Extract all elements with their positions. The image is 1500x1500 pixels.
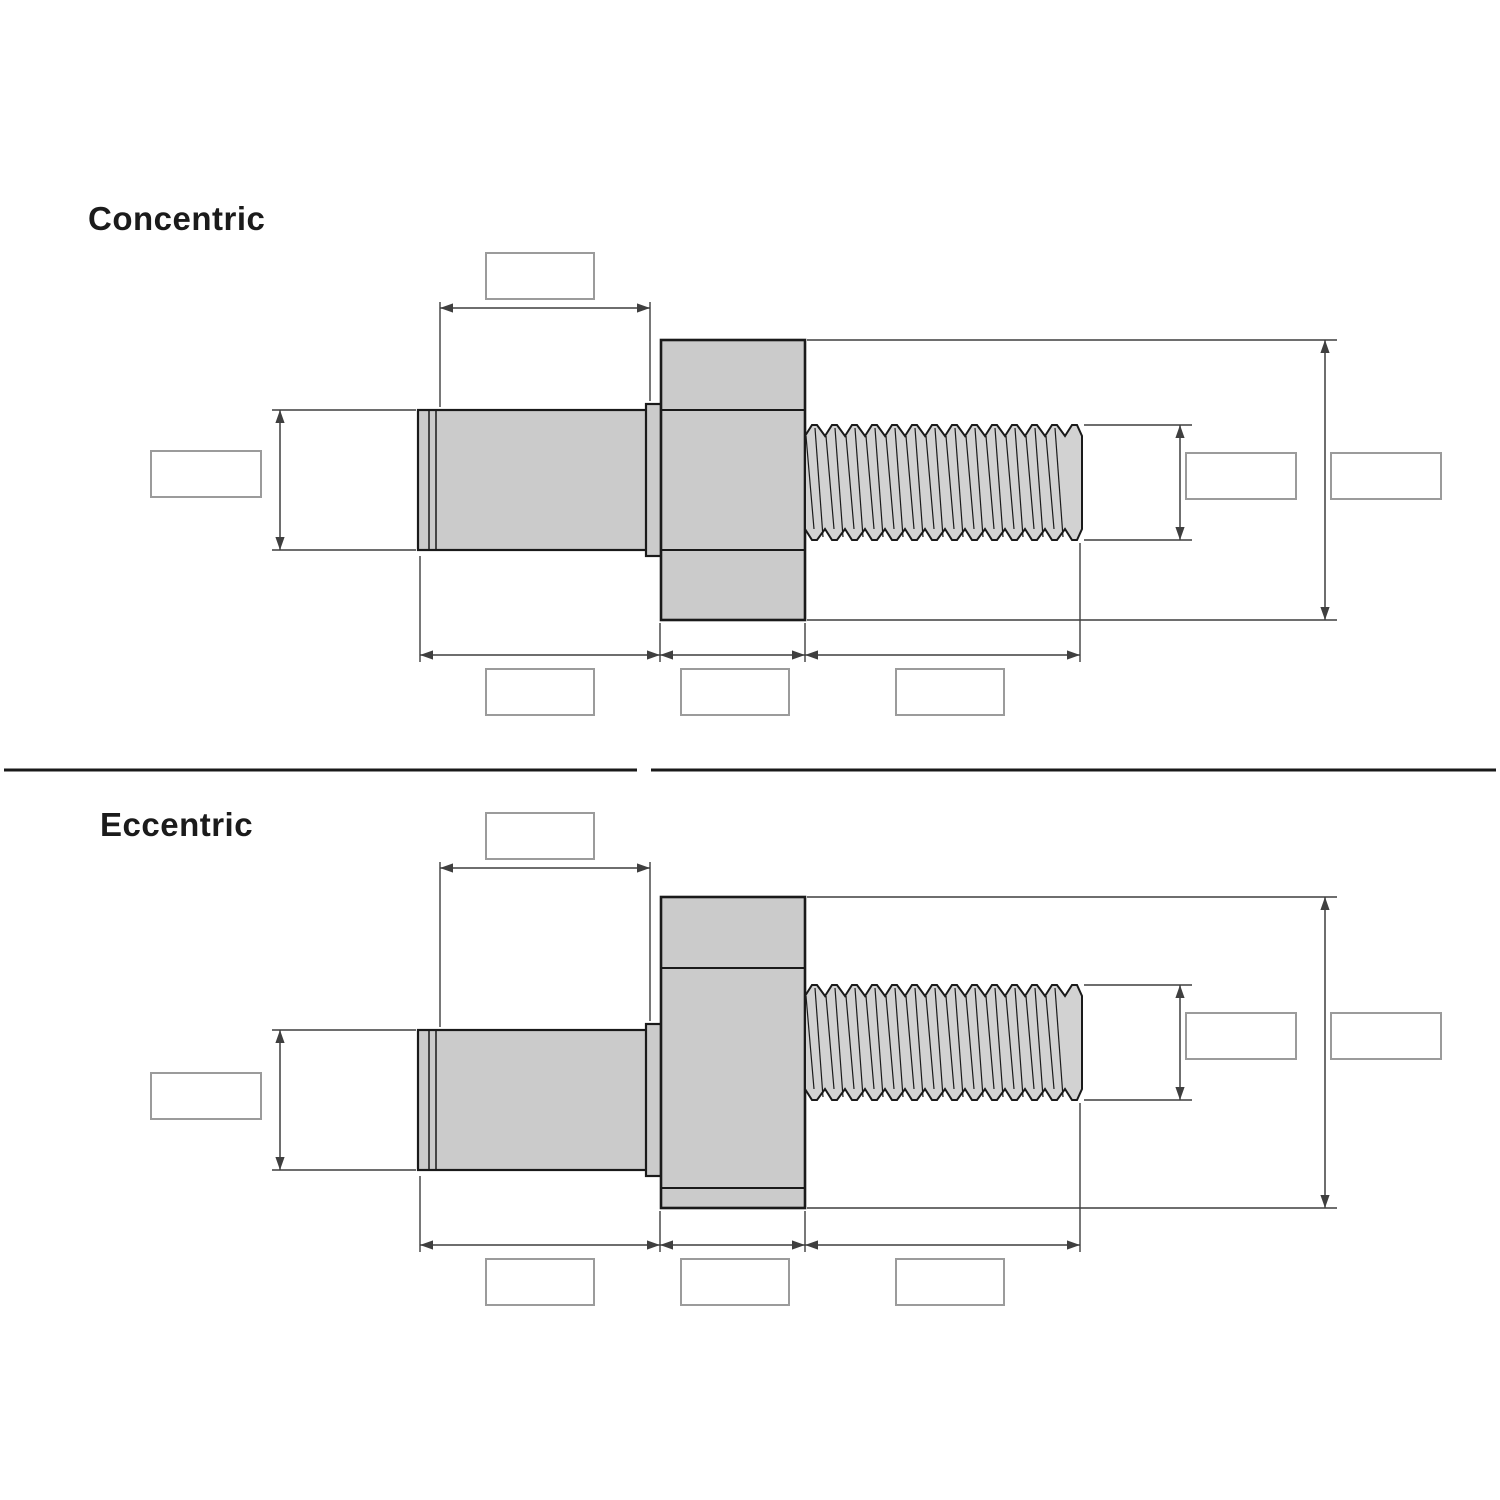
concentric-part-drawing — [416, 338, 1083, 622]
eccentric-shaft-section-length-label-box[interactable] — [485, 1258, 595, 1306]
concentric-shaft-diameter-label-box[interactable] — [150, 450, 262, 498]
eccentric-dimension-lines — [272, 862, 1337, 1252]
eccentric-thread-length-label-box[interactable] — [895, 1258, 1005, 1306]
concentric-section-title: Concentric — [88, 200, 266, 237]
eccentric-overall-height-label-box[interactable] — [1330, 1012, 1442, 1060]
eccentric-part-drawing — [416, 895, 1083, 1210]
concentric-shaft-section-length-label-box[interactable] — [485, 668, 595, 716]
concentric-shaft-length-label-box[interactable] — [485, 252, 595, 300]
concentric-flange-width-label-box[interactable] — [680, 668, 790, 716]
concentric-thread-diameter-label-box[interactable] — [1185, 452, 1297, 500]
eccentric-shaft-diameter-label-box[interactable] — [150, 1072, 262, 1120]
eccentric-shaft-length-label-box[interactable] — [485, 812, 595, 860]
concentric-thread-length-label-box[interactable] — [895, 668, 1005, 716]
concentric-dimension-lines — [272, 302, 1337, 662]
eccentric-section-title: Eccentric — [100, 806, 254, 843]
concentric-overall-height-label-box[interactable] — [1330, 452, 1442, 500]
eccentric-thread-diameter-label-box[interactable] — [1185, 1012, 1297, 1060]
eccentric-flange-width-label-box[interactable] — [680, 1258, 790, 1306]
